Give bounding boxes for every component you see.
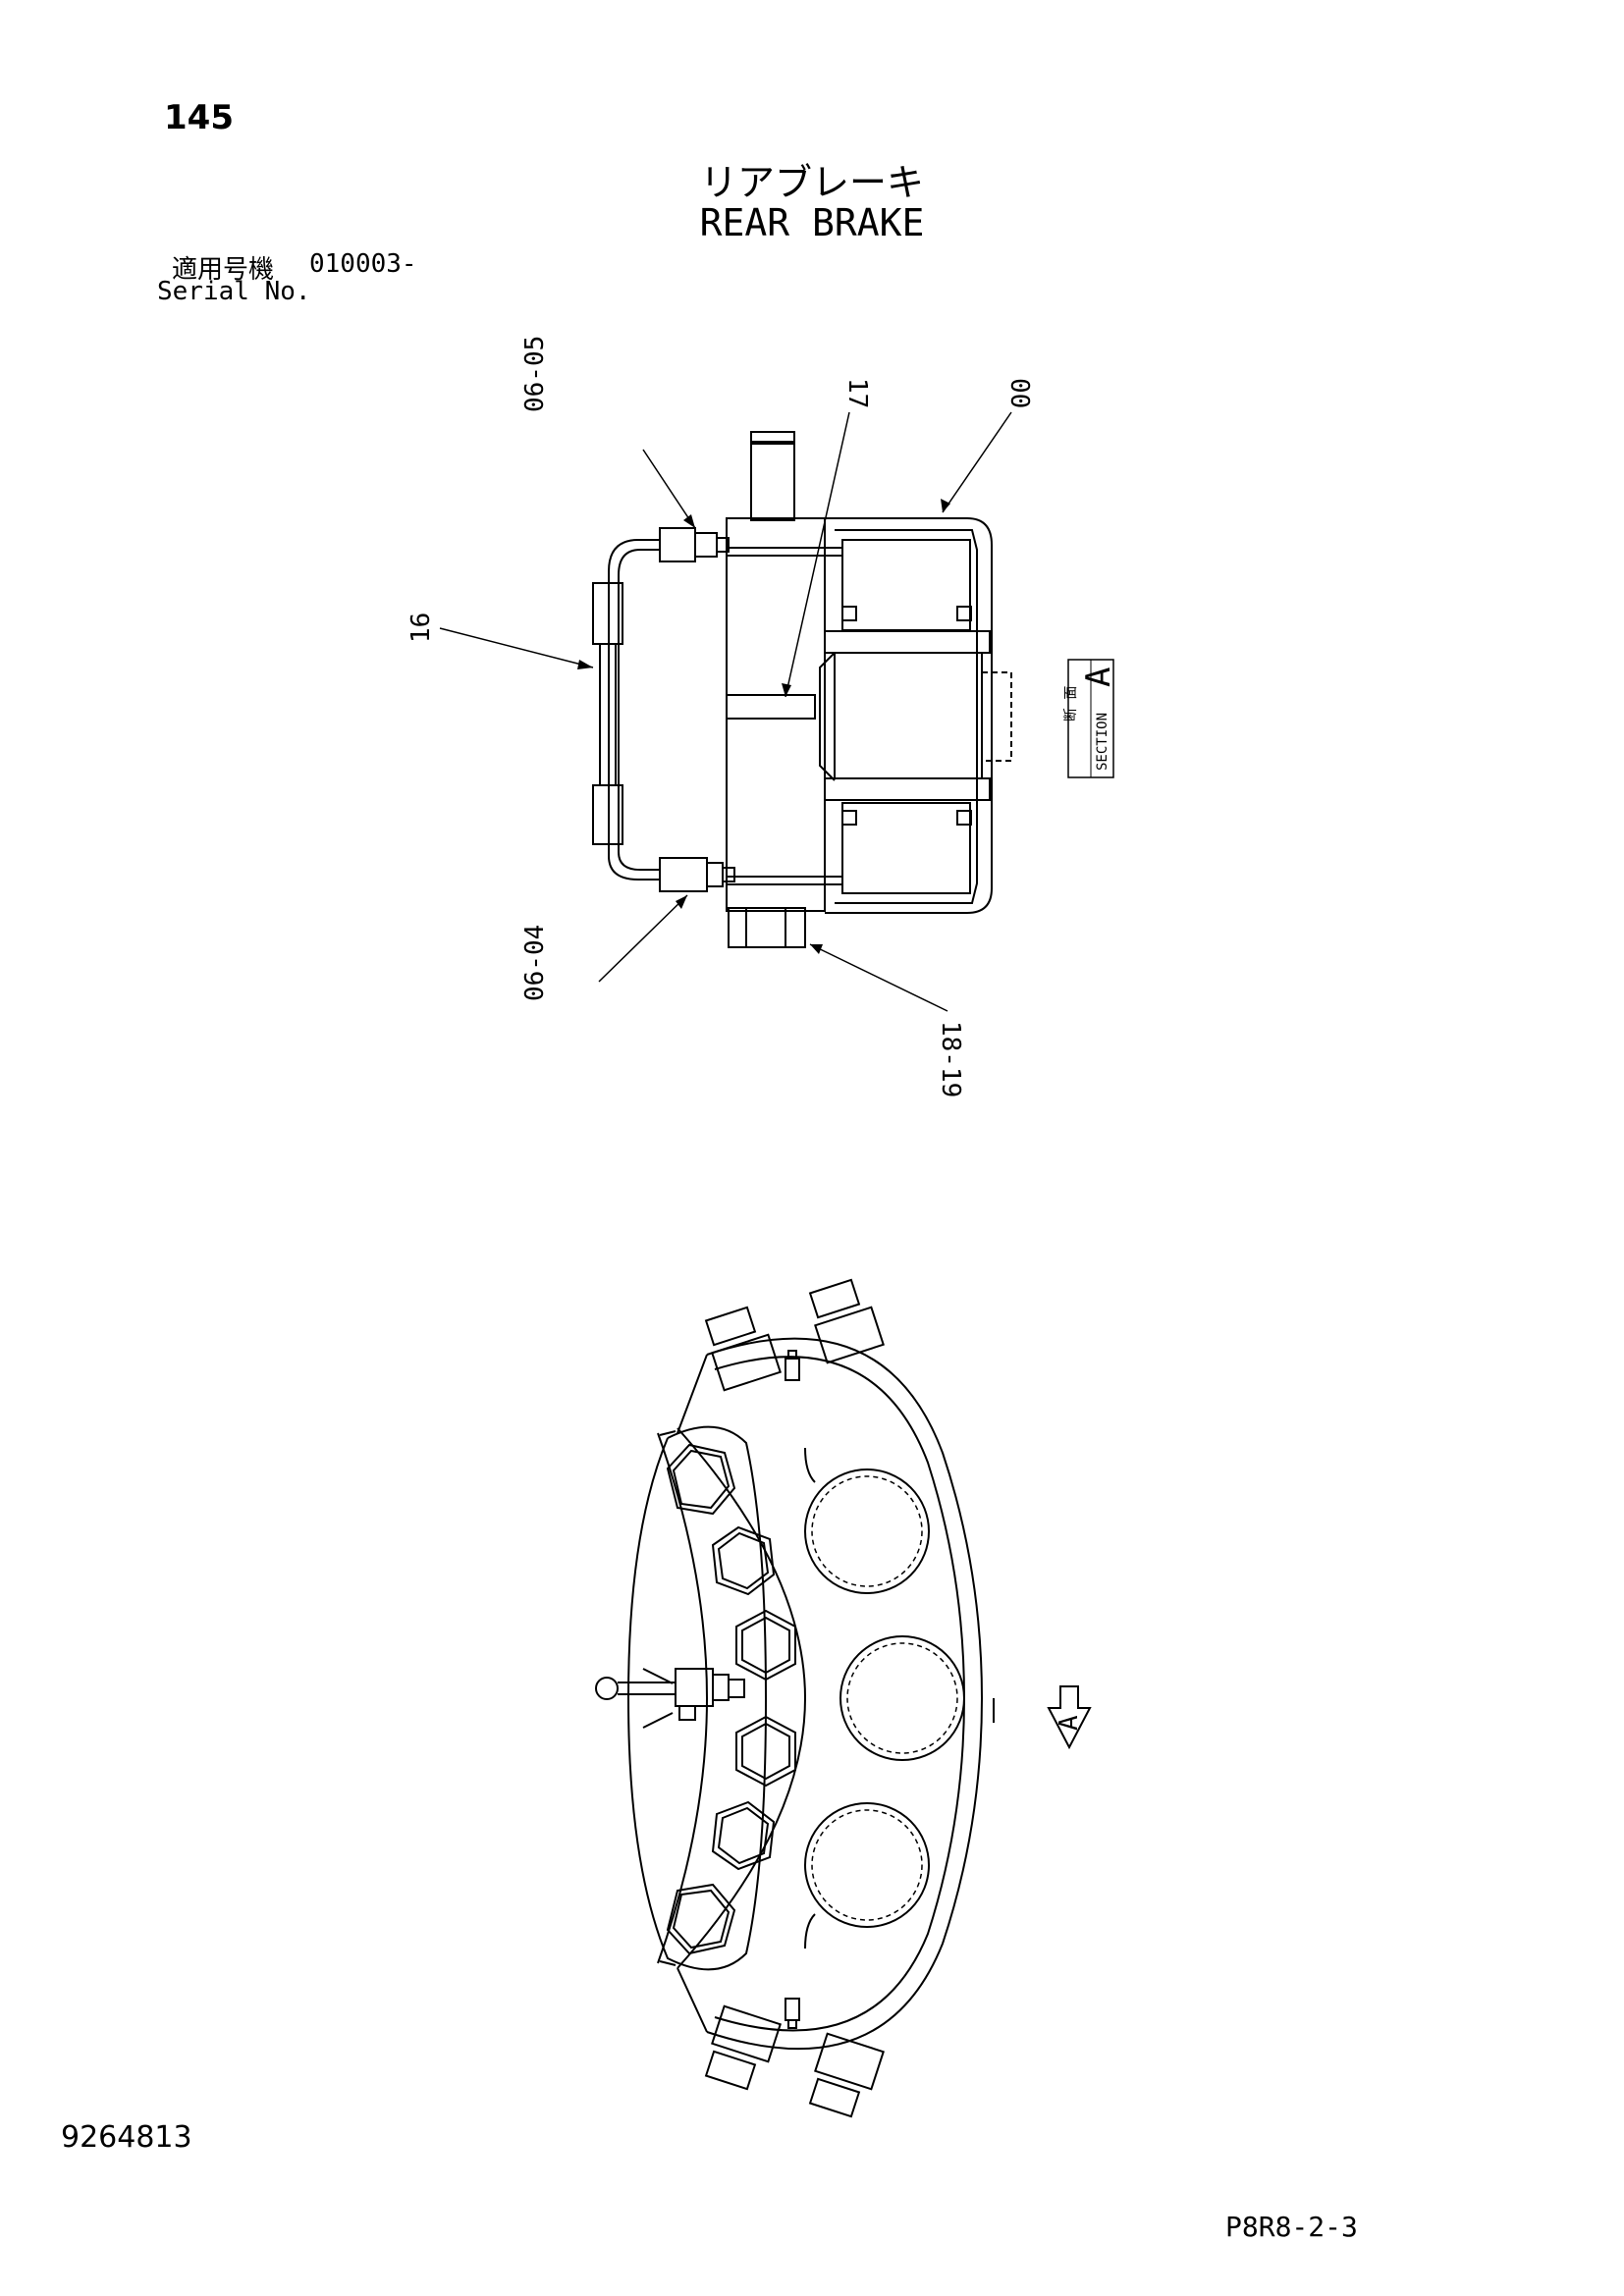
callout-16: 16 (406, 613, 436, 643)
page-number: 145 (164, 98, 234, 137)
piston-housing-top (841, 539, 971, 631)
hose-end-lower (592, 784, 623, 845)
hex-bolt-3 (735, 1609, 796, 1682)
callout-labels: 00 06-05 16 17 06-04 18-19 (406, 336, 1034, 1098)
piston-housing-bottom (841, 802, 971, 894)
disc-edge-bottom (824, 777, 991, 801)
leader-lines (439, 411, 1012, 1012)
mount-bracket (726, 517, 826, 912)
callout-06-05: 06-05 (520, 336, 550, 412)
title-english: REAR BRAKE (699, 201, 925, 244)
section-tag-japanese: 断 面 (1063, 686, 1079, 721)
section-tag-letter: A (1079, 667, 1118, 687)
brake-disc (834, 652, 983, 779)
view-arrow: A (993, 1685, 1092, 1750)
section-tag: 断 面 SECTION A (1063, 659, 1118, 778)
hex-bolt-5 (711, 1800, 776, 1871)
caliper-outline (825, 517, 993, 914)
callout-18-19: 18-19 (936, 1021, 965, 1097)
view-arrow-letter: A (1055, 1715, 1084, 1731)
hex-bolts (666, 1443, 796, 1955)
callout-00: 00 (1004, 378, 1034, 408)
hex-bolt-1 (666, 1443, 736, 1516)
view-arrow-shape (1047, 1685, 1092, 1750)
serial-label-english: Serial No. (157, 277, 311, 306)
leader-arrowheads (577, 499, 950, 954)
mounting-bolts-bottom (704, 1998, 885, 2118)
upper-fitting (659, 527, 696, 562)
pad-backing (626, 1425, 768, 1971)
bottom-block (728, 907, 806, 948)
hex-bolt-4 (735, 1715, 796, 1788)
document-number: 9264813 (61, 2120, 192, 2155)
disc-edge-top (824, 630, 991, 654)
title-japanese: リアブレーキ (699, 161, 924, 204)
side-view (439, 411, 1012, 1012)
serial-value: 010003- (309, 249, 417, 279)
disc-hidden-line (981, 671, 1012, 762)
shaft-cap (750, 431, 795, 445)
callout-06-04: 06-04 (520, 925, 550, 1001)
mounting-bolts-top (704, 1278, 885, 1392)
hex-bolt-2 (711, 1525, 776, 1596)
body-outer-arc (706, 1337, 984, 2051)
section-tag-english: SECTION (1095, 713, 1110, 771)
piston-bore-bottom (804, 1802, 930, 1928)
hex-bolt-6 (666, 1883, 736, 1955)
piston-bore-middle (839, 1635, 965, 1761)
piston-bores (804, 1447, 965, 1949)
hose-end-upper (592, 582, 623, 645)
reference-code: P8R8-2-3 (1225, 2211, 1358, 2243)
shaft-stub (750, 441, 795, 521)
callout-17: 17 (842, 378, 872, 408)
piston-bore-top (804, 1468, 930, 1594)
serial-label-japanese: 適用号機 (172, 255, 275, 285)
pin-slot (726, 694, 816, 720)
bleeder-fitting (595, 1668, 745, 1721)
section-view: A (595, 1278, 1092, 2118)
lower-fitting (659, 857, 708, 892)
